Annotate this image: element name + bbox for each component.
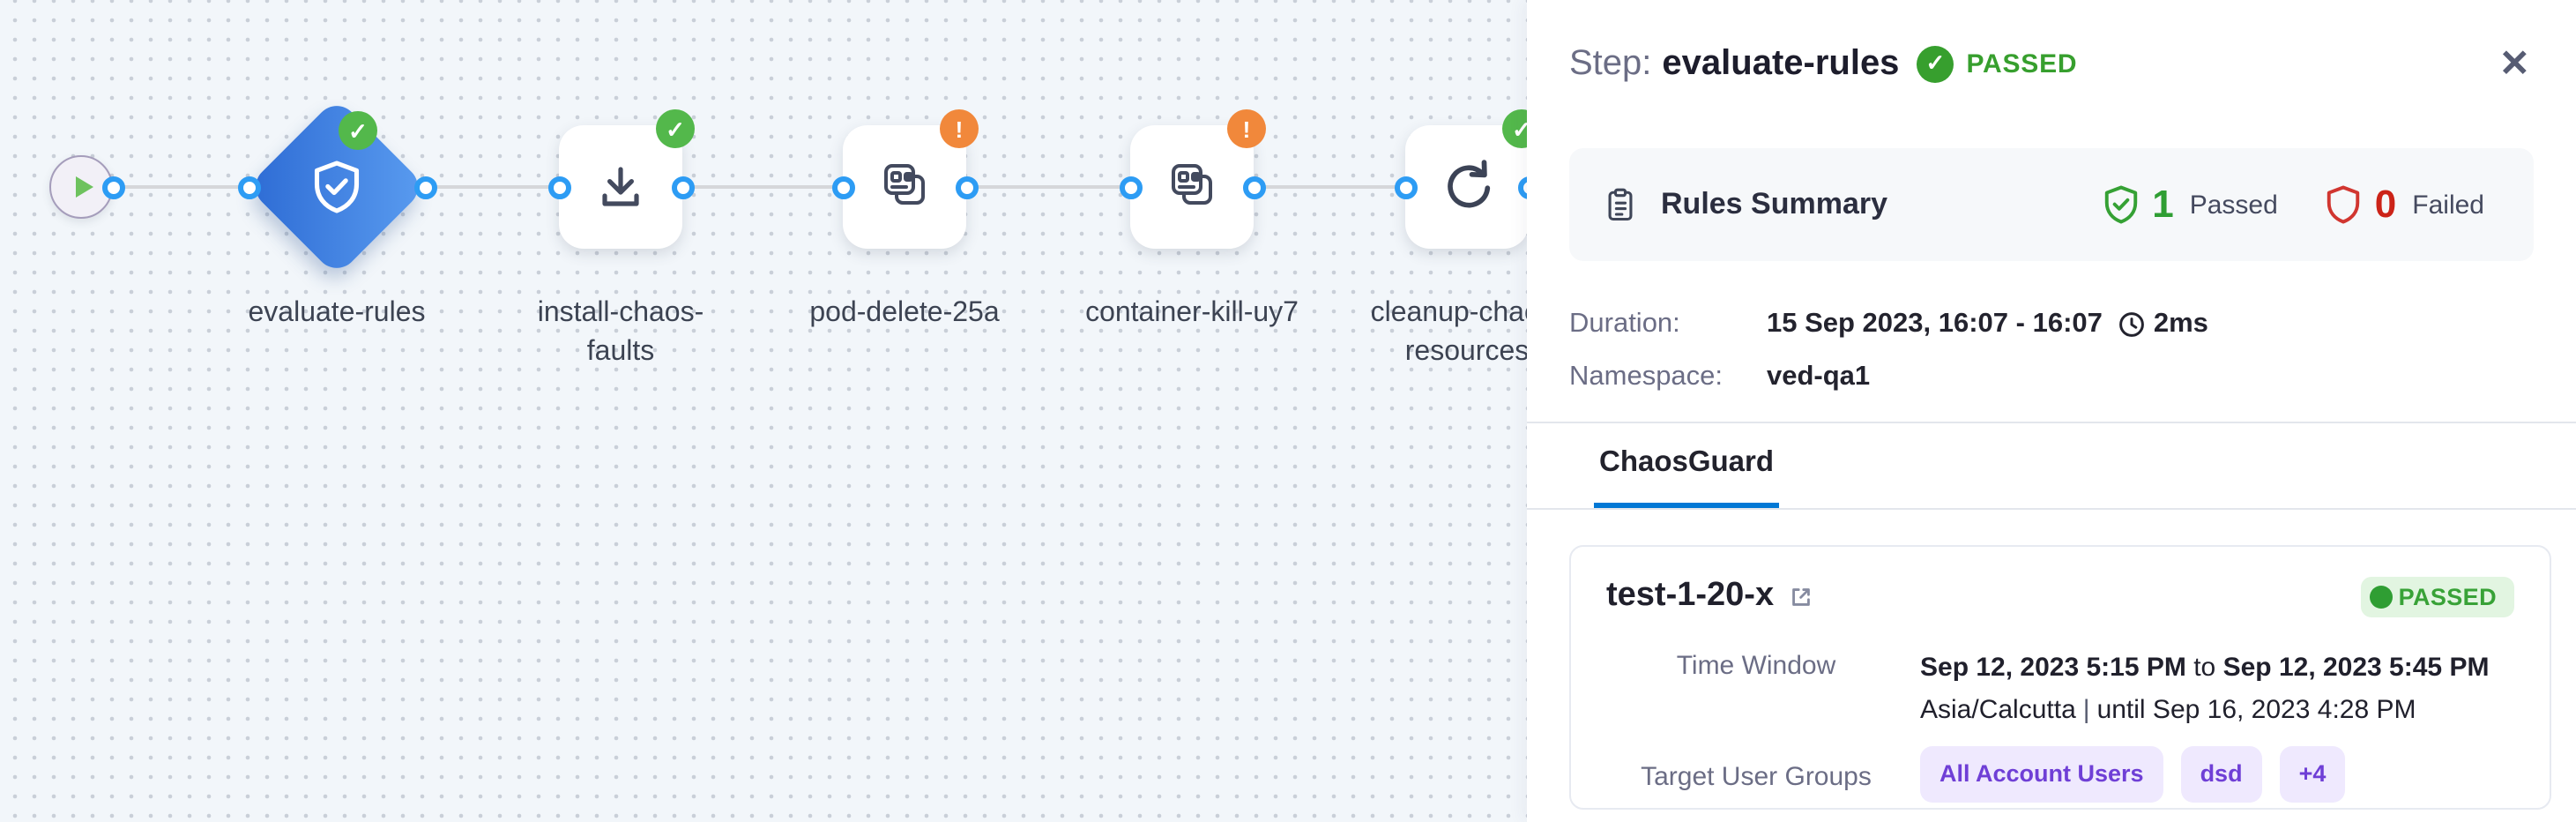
node-cleanup-chaos-resources[interactable]: ✓ — [1405, 109, 1541, 249]
separator: | — [2082, 695, 2090, 725]
time-window-timezone: Asia/Calcutta|until Sep 16, 2023 4:28 PM — [1920, 690, 2489, 732]
time-window-start: Sep 12, 2023 5:15 PM — [1920, 653, 2186, 683]
status-badge-passed: ✓ — [339, 111, 377, 150]
node-install-chaos-faults[interactable]: ✓ — [559, 109, 695, 249]
step-name: evaluate-rules — [1662, 43, 1900, 82]
passed-count: 1 — [2152, 182, 2174, 226]
panel-tab-bar: ChaosGuard — [1527, 422, 2576, 510]
connector-port[interactable] — [1119, 176, 1142, 198]
node-label-pod-delete-25a: pod-delete-25a — [809, 298, 1000, 328]
refresh-icon — [1435, 155, 1499, 219]
step-details: Duration: 15 Sep 2023, 16:07 - 16:07 2ms — [1569, 307, 2534, 393]
timezone-value: Asia/Calcutta — [1920, 695, 2076, 725]
chaosguard-card: test-1-20-x PASSED Time Window — [1569, 545, 2551, 810]
pipeline-edge-line — [109, 185, 1546, 189]
time-window-end: Sep 12, 2023 5:45 PM — [2222, 653, 2490, 683]
tab-chaosguard[interactable]: ChaosGuard — [1594, 423, 1780, 508]
node-label-install-chaos-faults: install-chaos-faults — [537, 298, 704, 366]
status-badge-warning: ! — [1227, 109, 1266, 148]
step-status-label: PASSED — [1966, 49, 2078, 78]
connector-port[interactable] — [1394, 176, 1417, 198]
time-window-row: Time Window Sep 12, 2023 5:15 PM to Sep … — [1606, 647, 2514, 732]
target-user-groups-row: Target User Groups All Account Users dsd… — [1606, 746, 2514, 803]
duration-elapsed: 2ms — [2153, 308, 2208, 338]
rules-summary-bar: Rules Summary 1 Passed — [1569, 148, 2534, 261]
failed-count: 0 — [2374, 182, 2397, 226]
failed-label: Failed — [2412, 190, 2484, 220]
valid-until-value: until Sep 16, 2023 4:28 PM — [2096, 695, 2416, 725]
connector-port[interactable] — [237, 176, 260, 198]
node-pod-delete-25a[interactable]: ! — [843, 109, 979, 249]
chaos-fault-icon — [1162, 157, 1222, 217]
step-details-panel: Step: evaluate-rules ✓ PASSED ✕ Rules Su… — [1527, 0, 2576, 822]
status-badge-warning: ! — [940, 109, 979, 148]
guard-name: test-1-20-x — [1606, 577, 1775, 614]
duration-row: Duration: 15 Sep 2023, 16:07 - 16:07 2ms — [1569, 307, 2534, 340]
shield-check-icon — [305, 155, 369, 219]
external-link-icon[interactable] — [1788, 583, 1814, 609]
clock-icon — [2118, 310, 2154, 338]
shield-failed-icon — [2320, 182, 2366, 228]
connector-port[interactable] — [101, 176, 124, 198]
passed-check-icon: ✓ — [1917, 45, 1954, 82]
chaos-fault-icon — [875, 157, 934, 217]
connector-port[interactable] — [831, 176, 854, 198]
download-icon — [591, 157, 651, 217]
step-prefix-label: Step: — [1569, 43, 1652, 82]
namespace-label: Namespace: — [1569, 361, 1724, 391]
target-user-groups-label: Target User Groups — [1641, 761, 1872, 791]
guard-status-badge: PASSED — [2361, 576, 2514, 616]
duration-value: 15 Sep 2023, 16:07 - 16:07 — [1767, 308, 2103, 338]
user-group-chip: dsd — [2180, 746, 2262, 803]
namespace-value: ved-qa1 — [1767, 361, 1871, 391]
user-group-chip: All Account Users — [1920, 746, 2163, 803]
guard-status-label: PASSED — [2398, 583, 2497, 609]
node-evaluate-rules[interactable] — [247, 97, 427, 277]
duration-label: Duration: — [1569, 308, 1680, 338]
clipboard-icon — [1601, 185, 1640, 224]
connector-port[interactable] — [547, 176, 570, 198]
play-icon — [75, 176, 93, 198]
time-window-label: Time Window — [1676, 651, 1836, 681]
rules-summary-title: Rules Summary — [1661, 187, 1887, 220]
node-container-kill-uy7[interactable]: ! — [1130, 109, 1266, 249]
namespace-row: Namespace: ved-qa1 — [1569, 360, 2534, 393]
connector-port[interactable] — [413, 176, 436, 198]
passed-label: Passed — [2189, 190, 2278, 220]
user-group-chip-more[interactable]: +4 — [2279, 746, 2346, 803]
node-label-container-kill-uy7: container-kill-uy7 — [1085, 298, 1299, 328]
connector-port[interactable] — [671, 176, 694, 198]
status-dot-icon — [2370, 585, 2394, 608]
time-window-range: Sep 12, 2023 5:15 PM to Sep 12, 2023 5:4… — [1920, 647, 2489, 690]
close-icon[interactable]: ✕ — [2498, 43, 2530, 84]
node-label-evaluate-rules: evaluate-rules — [248, 298, 426, 328]
connector-port[interactable] — [1242, 176, 1265, 198]
connector-port[interactable] — [955, 176, 978, 198]
panel-header: Step: evaluate-rules ✓ PASSED ✕ — [1569, 0, 2534, 92]
status-badge-passed: ✓ — [656, 109, 695, 148]
shield-passed-icon — [2097, 182, 2143, 228]
time-window-joiner: to — [2193, 653, 2216, 683]
